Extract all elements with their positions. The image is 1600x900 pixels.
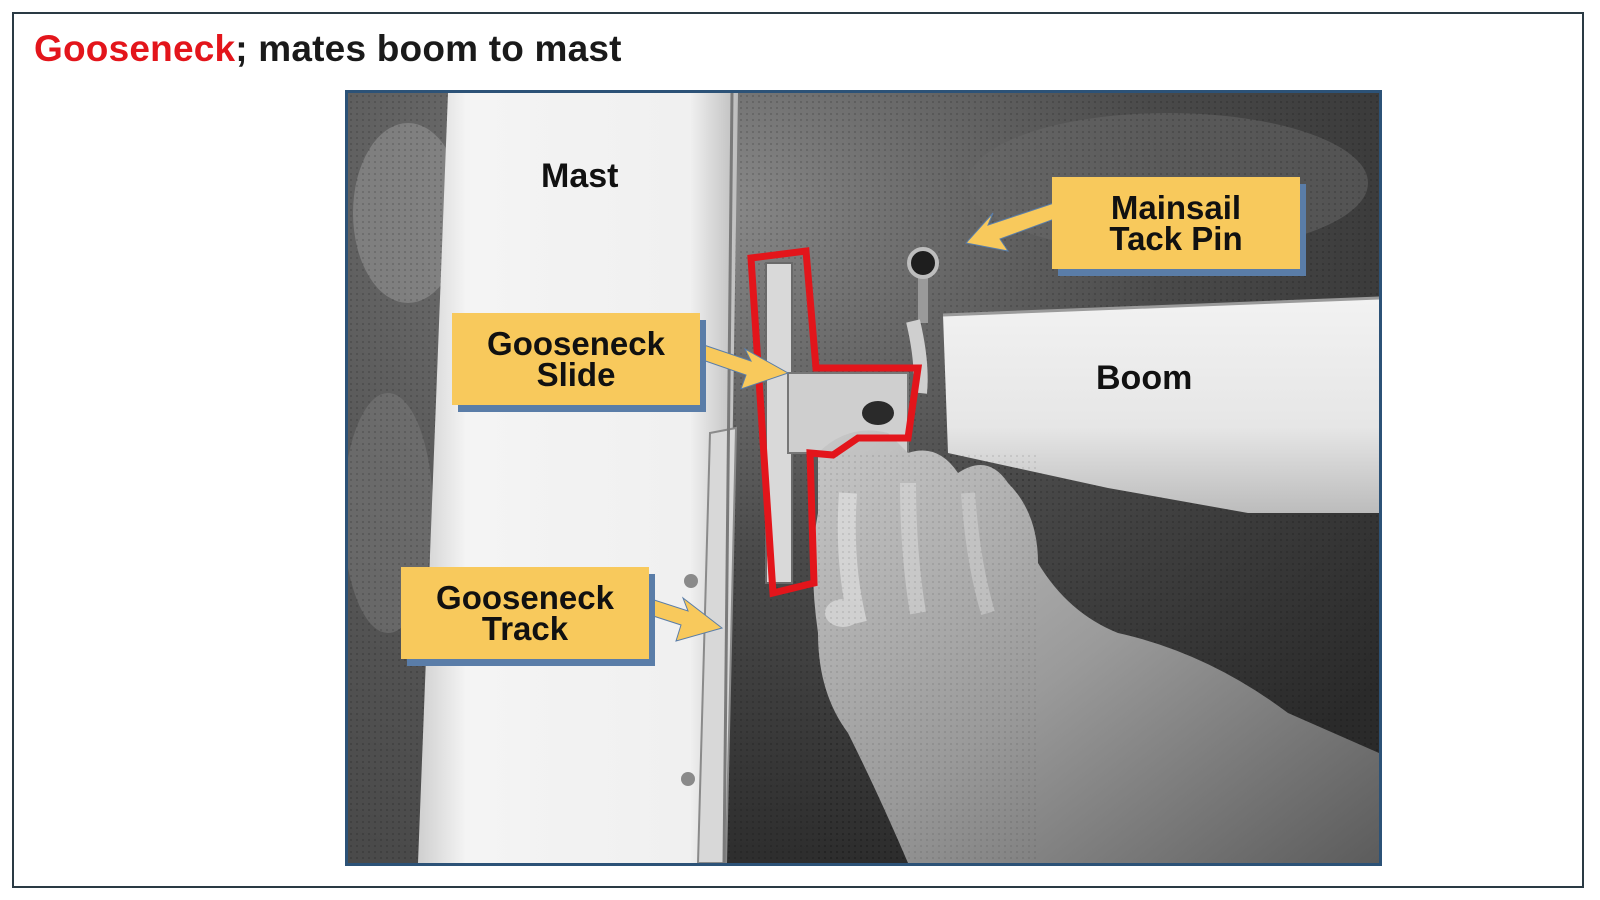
- mast-shape: [418, 93, 738, 863]
- gooseneck-track-line1: Gooseneck: [436, 579, 614, 616]
- mainsail-tack-pin-line1: Mainsail: [1110, 189, 1242, 226]
- arrow-tack-pin: [965, 202, 1061, 252]
- boom-shape: [943, 298, 1379, 513]
- mast-label: Mast: [541, 157, 619, 195]
- boom-label: Boom: [1096, 359, 1193, 397]
- slide-title: Gooseneck; mates boom to mast: [34, 28, 622, 70]
- gooseneck-slide-highlight: [747, 247, 923, 598]
- gooseneck-track-callout: Gooseneck Track: [401, 567, 649, 659]
- arrow-gooseneck-track: [643, 596, 724, 642]
- title-rest: ; mates boom to mast: [235, 28, 622, 69]
- title-accent: Gooseneck: [34, 28, 236, 69]
- tack-pin-shape: [918, 263, 928, 323]
- arrow-gooseneck-slide: [693, 342, 790, 390]
- mainsail-tack-pin-line2: Tack Pin: [1109, 220, 1243, 257]
- gooseneck-slide-callout: Gooseneck Slide: [452, 313, 700, 405]
- gooseneck-track-line2: Track: [481, 610, 569, 647]
- mainsail-tack-pin-callout: Mainsail Tack Pin: [1052, 177, 1300, 269]
- gooseneck-slide-line2: Slide: [536, 356, 616, 393]
- gooseneck-photo: Mast Boom Mainsail Tack Pin Gooseneck Sl…: [345, 90, 1382, 866]
- gooseneck-slide-line1: Gooseneck: [487, 325, 665, 362]
- slide: Gooseneck; mates boom to mast: [12, 12, 1584, 888]
